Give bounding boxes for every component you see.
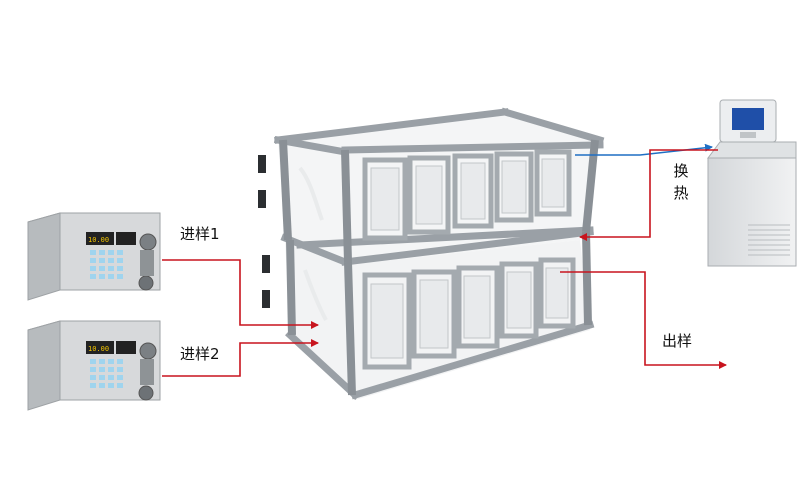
outlet-label: 出样: [662, 332, 693, 350]
water-bath: [707, 99, 797, 267]
heat-exchange-char-2: 热: [673, 184, 689, 202]
svg-text:10.00: 10.00: [88, 236, 109, 244]
outlet-arrow: [560, 271, 727, 369]
inlet1-label: 进样1: [180, 225, 220, 243]
svg-text:10.00: 10.00: [88, 345, 109, 353]
heat-exchange-return-arrow: [579, 149, 718, 241]
inlet2-arrow: [162, 339, 319, 377]
inlet2-label: 进样2: [180, 345, 220, 363]
pump-1: 10.00: [27, 212, 161, 301]
reactor-rack: [258, 107, 605, 400]
heat-exchange-label: 换 热: [672, 160, 690, 204]
inlet1-arrow: [162, 259, 319, 329]
heat-exchange-char-1: 换: [673, 162, 689, 180]
pump-2: 10.00: [27, 320, 161, 411]
